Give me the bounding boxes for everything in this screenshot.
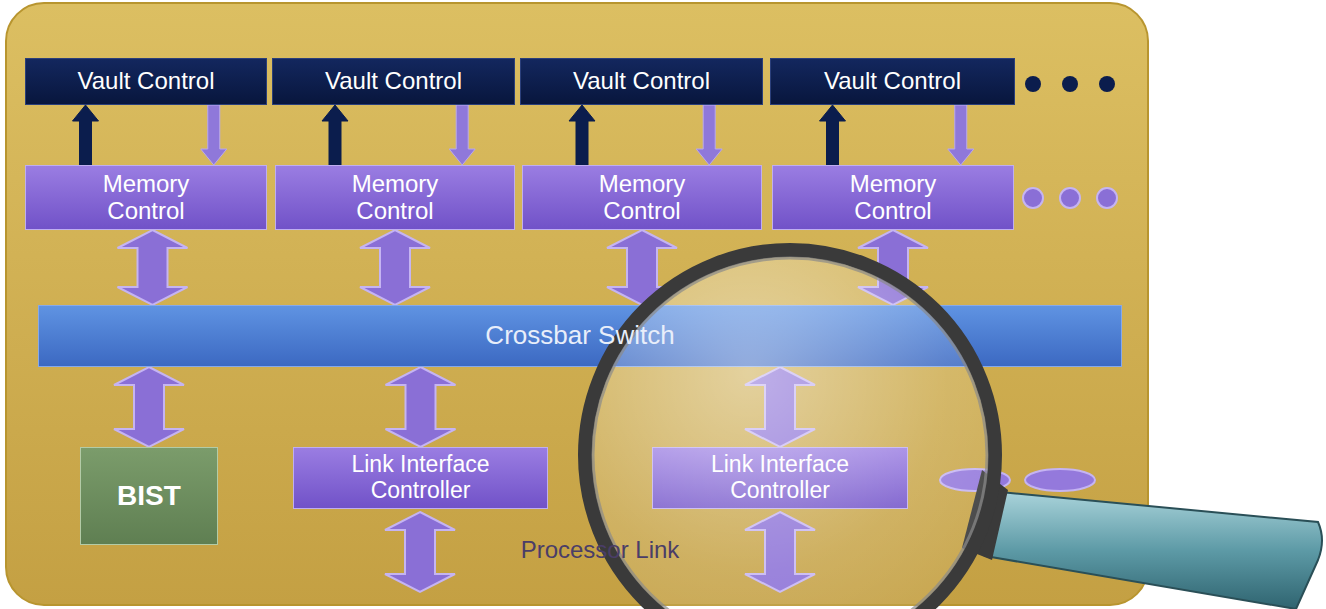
ellipsis-dot <box>1023 188 1043 208</box>
box-text: Crossbar Switch <box>485 321 674 350</box>
crossbar-switch-bar: Crossbar Switch <box>38 305 1122 367</box>
bus-arrow <box>386 367 456 447</box>
memory-control-box: Memory Control <box>522 165 762 230</box>
memory-control-box: Memory Control <box>25 165 267 230</box>
processor-link-arrow <box>745 512 815 592</box>
signal-arrow <box>201 105 227 165</box>
vault-control-box: Vault Control <box>520 58 763 105</box>
vault-control-box: Vault Control <box>770 58 1015 105</box>
box-text: Vault Control <box>78 68 215 95</box>
box-text: Vault Control <box>573 68 710 95</box>
ellipsis-dot <box>1062 76 1078 92</box>
bus-arrow <box>745 367 815 447</box>
ellipsis-dot <box>1025 76 1041 92</box>
processor-link-arrow <box>385 512 455 592</box>
ellipsis-dot <box>940 469 1010 491</box>
bus-arrow <box>114 367 184 447</box>
box-text: Link Interface Controller <box>680 452 880 504</box>
ellipsis-dot <box>1025 469 1095 491</box>
bus-arrow <box>118 230 188 305</box>
box-text: Vault Control <box>824 68 961 95</box>
vault-control-box: Vault Control <box>272 58 515 105</box>
magnifier-handle <box>985 492 1322 609</box>
box-text: Memory Control <box>76 171 216 225</box>
link-interface-box: Link Interface Controller <box>293 447 548 509</box>
package-background <box>6 3 1148 605</box>
more-links-ellipses <box>940 469 1095 491</box>
box-text: Vault Control <box>325 68 462 95</box>
signal-arrow <box>322 105 348 165</box>
memory-control-box: Memory Control <box>275 165 515 230</box>
bist-box: BIST <box>80 447 218 545</box>
ellipsis-dot <box>1097 188 1117 208</box>
box-text: Memory Control <box>823 171 963 225</box>
signal-arrow <box>449 105 475 165</box>
bus-arrow <box>858 230 928 305</box>
vault-control-box: Vault Control <box>25 58 267 105</box>
memory-control-box: Memory Control <box>772 165 1014 230</box>
link-label: Processor Link <box>521 536 680 564</box>
box-text: BIST <box>117 480 181 511</box>
bus-arrow <box>360 230 430 305</box>
box-text: Link Interface Controller <box>321 452 521 504</box>
link-interface-box: Link Interface Controller <box>652 447 908 509</box>
box-text: Memory Control <box>325 171 465 225</box>
signal-arrow <box>820 105 846 165</box>
bus-arrow <box>607 230 677 305</box>
signal-arrow <box>696 105 722 165</box>
ellipsis-dot <box>1099 76 1115 92</box>
more-vaults-dots <box>1025 76 1115 92</box>
magnifier-collar <box>962 470 1008 560</box>
signal-arrow <box>569 105 595 165</box>
more-memory-dots <box>1023 188 1117 208</box>
ellipsis-dot <box>1060 188 1080 208</box>
signal-arrow <box>73 105 99 165</box>
box-text: Memory Control <box>572 171 712 225</box>
signal-arrow <box>948 105 974 165</box>
